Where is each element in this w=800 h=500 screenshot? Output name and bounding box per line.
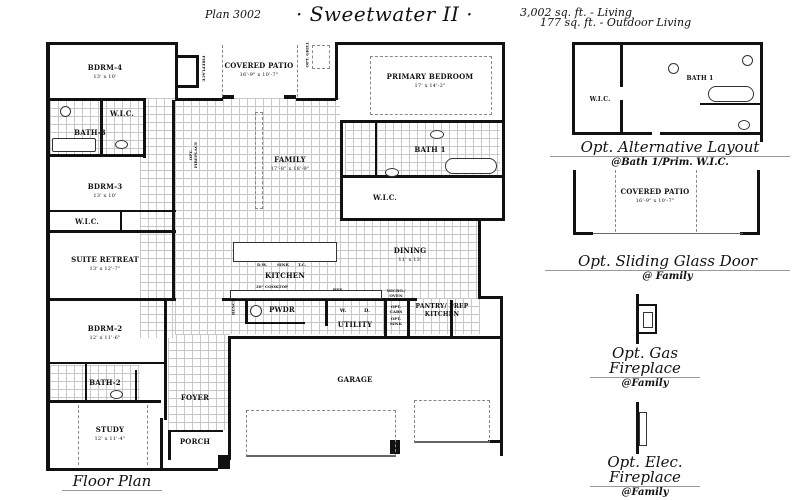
outdoor-sqft: 177 sq. ft. - Outdoor Living <box>540 16 692 29</box>
bath2-tile <box>50 365 140 400</box>
room-bath1: BATH 1 <box>414 145 446 154</box>
family-tile <box>175 98 340 298</box>
fireplace-tag: FIREPLACE <box>201 55 207 82</box>
alt-layout-title: Opt. Alternative Layout @Bath 1/Prim. W.… <box>550 140 790 169</box>
alt-sink-2 <box>742 55 753 66</box>
room-pantry: PANTRY/ PREP KITCHEN <box>415 303 469 318</box>
plan-number: Plan 3002 <box>205 8 262 21</box>
option-sliding-glass-door: COVERED PATIO 16'-9" x 10'-7" Opt. Slidi… <box>545 168 800 282</box>
sink-bath2 <box>110 390 123 399</box>
family-beam <box>255 112 263 209</box>
primary-tray-ceiling <box>370 56 492 115</box>
island-dw: D.W. <box>257 262 267 267</box>
kitchen-counter <box>230 290 382 299</box>
toilet-bath3 <box>60 106 71 117</box>
alt-sink-1 <box>668 63 679 74</box>
sink-bath1-b <box>385 168 399 177</box>
plan-name: · Sweetwater II · <box>296 2 474 26</box>
room-foyer: FOYER <box>180 393 210 402</box>
foyer-tile <box>168 334 230 430</box>
elec-fireplace-title: Opt. Elec. Fireplace @Family <box>590 455 700 499</box>
room-wic-bdrm3: W.I.C. <box>74 217 99 226</box>
room-bath2: BATH-2 <box>89 378 121 387</box>
gas-firebox <box>643 312 653 328</box>
room-kitchen: KITCHEN <box>265 271 305 280</box>
room-utility: UTILITY <box>337 320 373 329</box>
covered-patio-outline <box>222 45 298 97</box>
dryer-label: D. <box>364 308 370 314</box>
option-elec-fireplace: Opt. Elec. Fireplace @Family <box>590 400 710 500</box>
kitchen-island <box>233 242 337 262</box>
living-sqft: 3,002 sq. ft. - Living <box>520 6 633 19</box>
room-bath3: BATH-3 <box>74 128 106 137</box>
alt-wic-label: W.I.C. <box>589 96 611 103</box>
garage-door-1 <box>246 410 396 457</box>
study-ceiling <box>78 405 148 465</box>
room-wic-bdrm4: W.I.C. <box>109 109 134 118</box>
room-pwdr: PWDR <box>269 305 295 314</box>
floor-plan-caption: Floor Plan <box>62 472 162 491</box>
toilet-pwdr <box>250 305 262 317</box>
room-porch: PORCH <box>179 437 211 446</box>
micro-oven-label: MICRO./ OVEN <box>386 288 406 298</box>
option-alternative-layout: W.I.C. BATH 1 Opt. Alternative Layout @B… <box>550 38 800 168</box>
opt-fireplace-label: OPT. FIREPLACE <box>188 141 198 169</box>
bench-label: BENCH <box>230 297 236 316</box>
dining-tile <box>340 218 480 298</box>
opt-grill-outline <box>312 45 330 69</box>
opt-sink-label: OPT. SINK <box>390 316 402 326</box>
gas-fireplace-title: Opt. Gas Fireplace @Family <box>590 346 700 390</box>
option-gas-fireplace: Opt. Gas Fireplace @Family <box>590 290 710 390</box>
alt-tub <box>708 86 754 102</box>
patio-outline <box>615 170 697 232</box>
island-sink: SINK <box>277 262 289 267</box>
garage-door-2 <box>414 400 490 443</box>
alt-toilet <box>738 120 750 130</box>
ref-label: REF. <box>332 287 344 292</box>
sliding-door-title: Opt. Sliding Glass Door @ Family <box>545 254 790 283</box>
tub-bath1 <box>445 158 497 174</box>
sink-bath1-a <box>430 130 444 139</box>
room-wic-primary: W.I.C. <box>372 193 397 202</box>
room-garage: GARAGE <box>337 375 373 384</box>
sliding-patio-label: COVERED PATIO 16'-9" x 10'-7" <box>620 187 690 205</box>
alt-bath-label: BATH 1 <box>686 75 714 82</box>
sink-bath3 <box>115 140 128 149</box>
island-tc: T.C. <box>297 262 307 267</box>
opt-grill-label: OPT. GRILL <box>304 41 310 68</box>
opt-cabs-label: OPT. CABS <box>389 304 403 314</box>
cooktop-label: 30" COOKTOP <box>255 284 289 289</box>
tub-bath3 <box>52 138 96 152</box>
washer-label: W. <box>339 308 347 314</box>
elec-fireplace-unit <box>639 412 647 446</box>
